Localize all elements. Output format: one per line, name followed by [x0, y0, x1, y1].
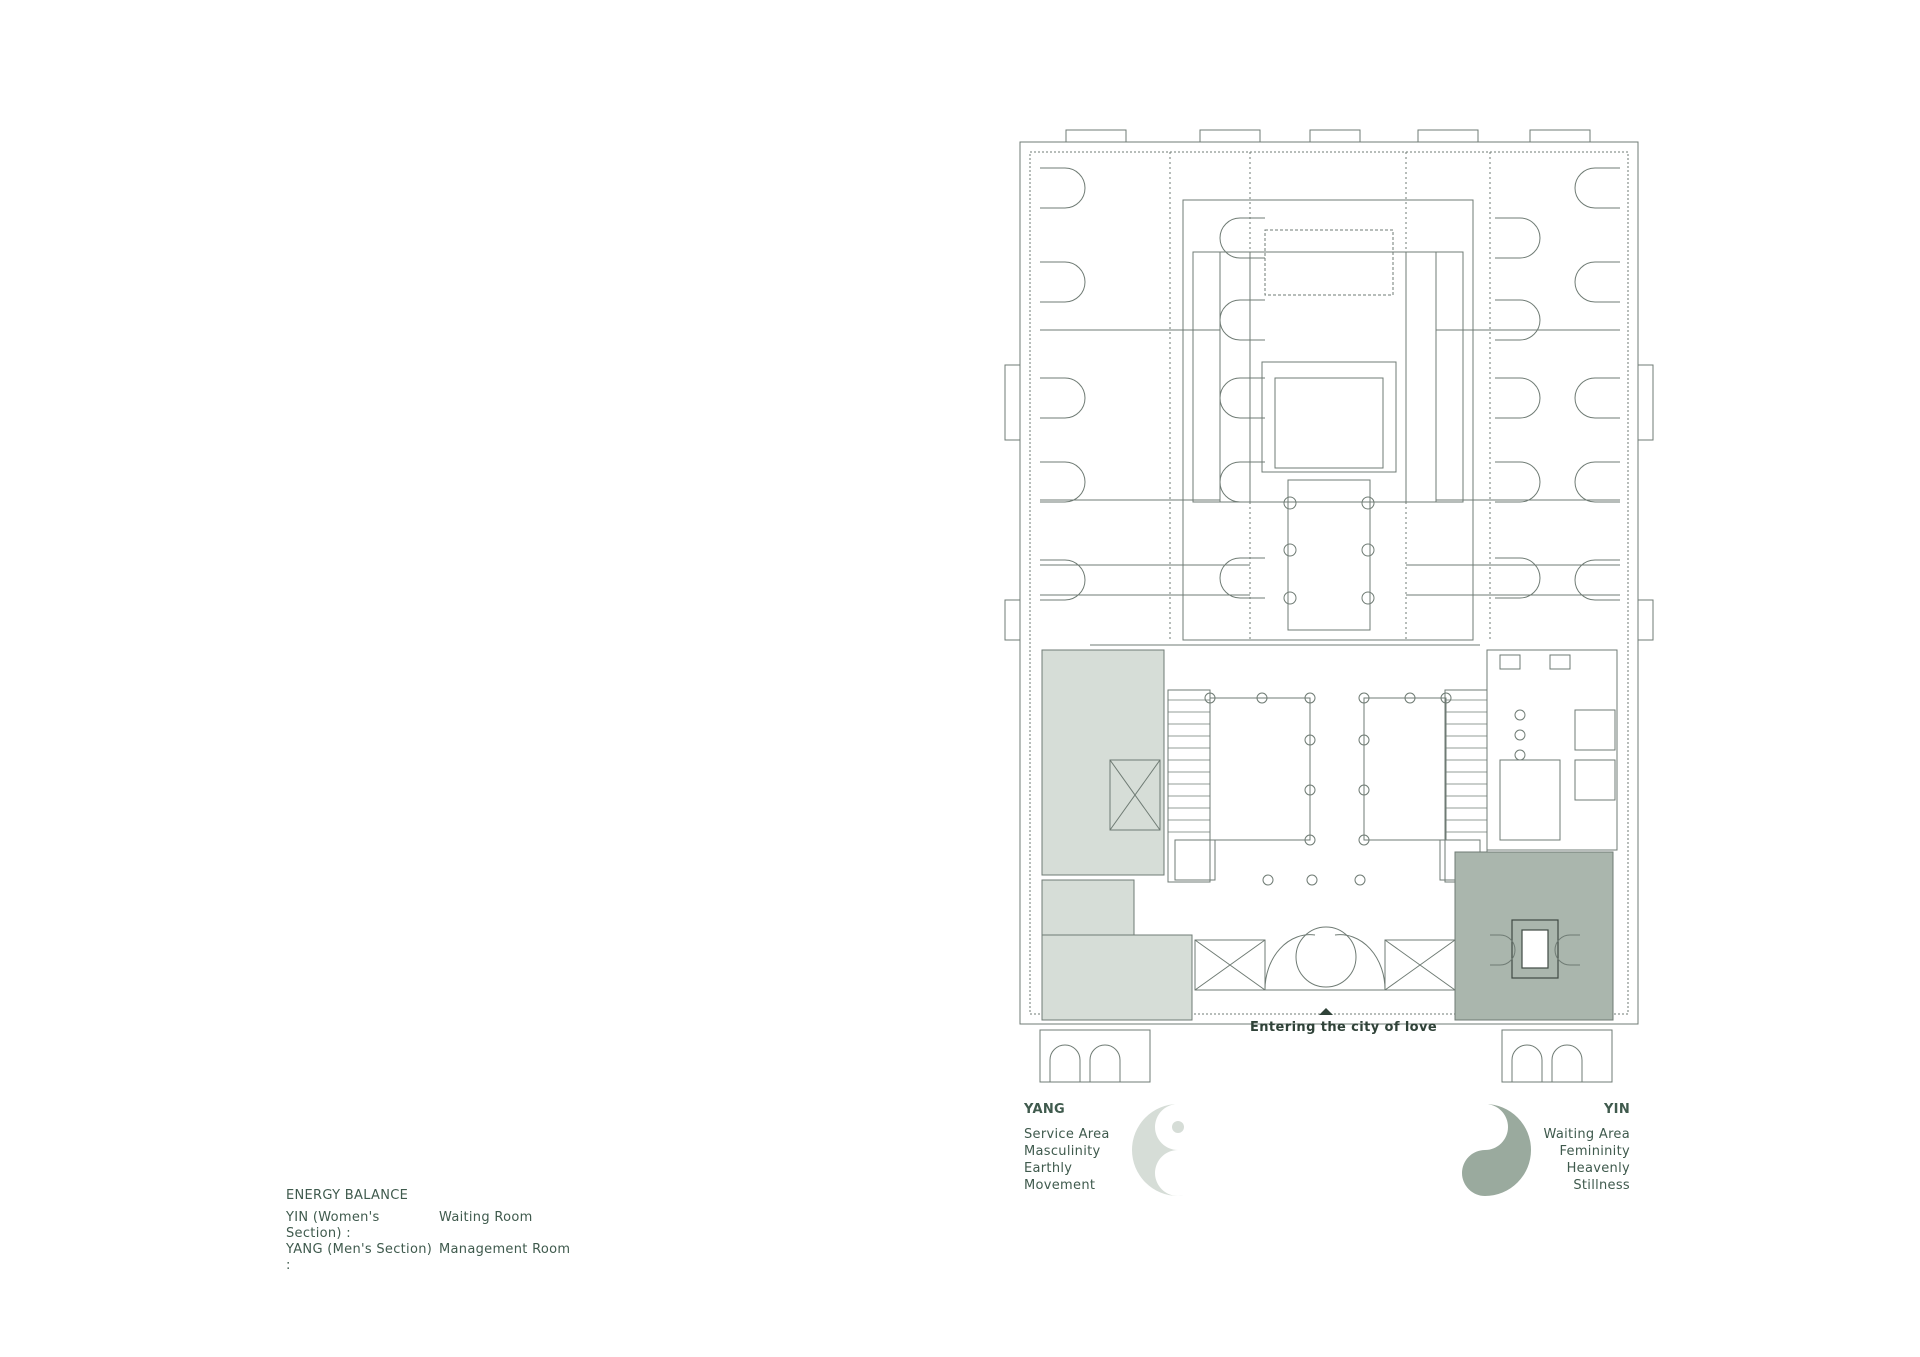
yang-item: Service Area	[1024, 1127, 1110, 1142]
yin-symbol-icon	[1439, 1104, 1531, 1196]
yang-item: Masculinity	[1024, 1144, 1101, 1159]
caption-title: ENERGY BALANCE	[286, 1188, 409, 1203]
yin-item: Heavenly	[1566, 1161, 1630, 1176]
front-porches	[1039, 1029, 1613, 1083]
entrance-circle	[1295, 926, 1357, 988]
caption-key-yin: YIN (Women's Section) :	[286, 1210, 380, 1241]
yin-title: YIN	[1603, 1102, 1630, 1117]
restroom-block	[1486, 649, 1618, 851]
top-windows	[1065, 129, 1591, 143]
right-void	[1363, 697, 1447, 841]
right-alcoves	[1495, 167, 1620, 601]
yang-symbol-icon	[1132, 1104, 1224, 1196]
left-void	[1209, 697, 1311, 841]
caption-key-yang: YANG (Men's Section) :	[286, 1242, 433, 1273]
caption-value-yin: Waiting Room	[439, 1210, 533, 1225]
left-vestibule	[1194, 939, 1266, 991]
yang-legend: YANG Service Area Masculinity Earthly Mo…	[1024, 1101, 1110, 1194]
entrance-arrow-icon	[1319, 1008, 1333, 1015]
caption-value-yang: Management Room	[439, 1242, 571, 1257]
yin-item: Stillness	[1573, 1178, 1630, 1193]
yin-item: Femininity	[1559, 1144, 1630, 1159]
yin-item: Waiting Area	[1543, 1127, 1630, 1142]
yang-item: Movement	[1024, 1178, 1096, 1193]
yang-title: YANG	[1024, 1102, 1065, 1117]
yang-zone	[1041, 649, 1193, 1021]
yin-legend: YIN Waiting Area Femininity Heavenly Sti…	[1540, 1101, 1630, 1194]
yang-item: Earthly	[1024, 1161, 1073, 1176]
left-stair	[1167, 689, 1211, 883]
energy-balance-caption: ENERGY BALANCE YIN (Women's Section) : W…	[286, 1188, 570, 1274]
upper-hall	[1182, 199, 1474, 641]
corridor-columns	[1283, 496, 1375, 605]
left-alcoves	[1040, 167, 1265, 601]
caption-row-yin: YIN (Women's Section) : Waiting Room	[286, 1210, 570, 1242]
caption-row-yang: YANG (Men's Section) : Management Room	[286, 1242, 570, 1274]
entrance-label: Entering the city of love	[1250, 1020, 1438, 1035]
